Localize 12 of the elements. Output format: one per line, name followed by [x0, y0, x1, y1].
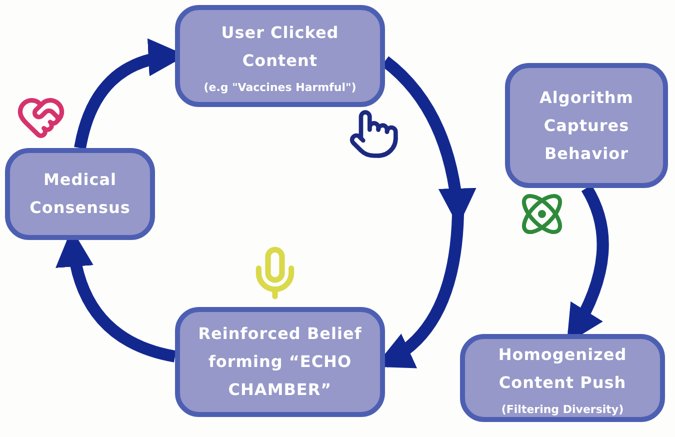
process-box [175, 307, 385, 417]
box-title: Medical Consensus [28, 169, 132, 219]
box-title: User Clicked Content [220, 22, 340, 72]
box-subtitle: (Filtering Diversity) [501, 402, 624, 416]
process-box [175, 5, 385, 107]
box-title: Reinforced Belief forming “ECHO CHAMBER” [197, 323, 363, 401]
box-title: Algorithm Captures Behavior [538, 86, 634, 164]
box-title: Homogenized Content Push [497, 344, 628, 394]
process-box [505, 63, 668, 188]
process-box [5, 148, 155, 240]
box-subtitle: (e.g "Vaccines Harmful") [204, 80, 356, 94]
process-box [460, 334, 665, 422]
